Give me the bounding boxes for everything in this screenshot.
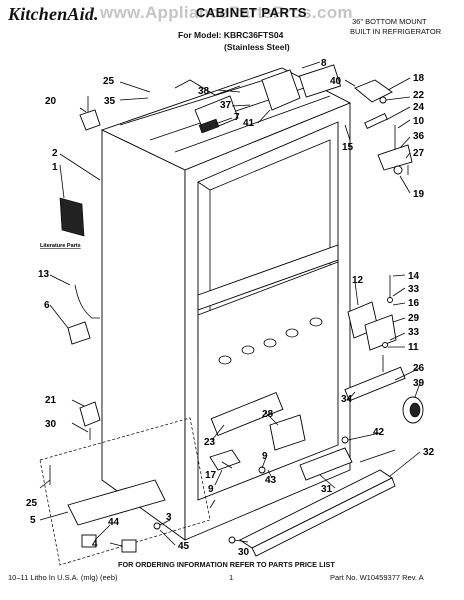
callout-12: 12 <box>352 275 364 286</box>
product-description-line1: 36" BOTTOM MOUNT <box>352 17 427 26</box>
callout-21: 21 <box>45 395 57 406</box>
order-note: FOR ORDERING INFORMATION REFER TO PARTS … <box>118 560 335 569</box>
callout-5: 5 <box>30 515 36 526</box>
callout-2: 2 <box>52 148 58 159</box>
callout-45: 45 <box>178 541 190 552</box>
callout-4: 4 <box>92 539 98 550</box>
callout-34: 34 <box>341 394 353 405</box>
callout-43: 43 <box>265 475 277 486</box>
callout-32: 32 <box>423 447 435 458</box>
top-hinge-assembly <box>354 79 413 175</box>
callout-28: 28 <box>262 409 274 420</box>
callout-25-lower: 25 <box>26 498 38 509</box>
callout-24: 24 <box>413 102 425 113</box>
left-top-bracket <box>79 96 101 131</box>
callout-30-lower: 30 <box>238 547 250 558</box>
product-description-line2: BUILT IN REFRIGERATOR <box>350 27 442 36</box>
callout-38: 38 <box>198 86 210 97</box>
left-lower-bracket <box>79 401 101 440</box>
callout-14: 14 <box>408 271 420 282</box>
callout-44: 44 <box>108 517 120 528</box>
page-number: 1 <box>229 573 234 582</box>
callout-17: 17 <box>205 470 217 481</box>
callout-6: 6 <box>44 300 50 311</box>
callout-16: 16 <box>408 298 420 309</box>
callout-37: 37 <box>220 100 232 111</box>
literature-parts: Literature Parts <box>40 197 85 249</box>
callout-18: 18 <box>413 73 425 84</box>
callout-27: 27 <box>413 148 425 159</box>
callout-29: 29 <box>408 313 420 324</box>
callout-15: 15 <box>342 142 354 153</box>
damper-cylinder <box>344 366 424 424</box>
callout-3: 3 <box>166 512 172 523</box>
callout-10: 10 <box>413 116 425 127</box>
callout-11: 11 <box>408 342 419 353</box>
callout-41: 41 <box>243 118 255 129</box>
callout-23: 23 <box>204 437 216 448</box>
part-number: Part No. W10459377 Rev. A <box>330 573 424 582</box>
callout-33-lower: 33 <box>408 327 420 338</box>
callout-labels: 25 35 20 8 40 38 37 7 41 15 18 22 24 10 … <box>26 58 435 558</box>
callout-36: 36 <box>413 131 425 142</box>
callout-26: 26 <box>413 363 425 374</box>
callout-30: 30 <box>45 419 57 430</box>
callout-22: 22 <box>413 90 425 101</box>
lower-drawer-rail <box>209 391 396 557</box>
base-assembly <box>39 417 211 566</box>
callout-31: 31 <box>321 484 333 495</box>
callout-8: 8 <box>321 58 327 69</box>
page-title: CABINET PARTS <box>196 5 307 20</box>
leader-lines <box>39 61 421 547</box>
callout-9-lower: 9 <box>208 484 214 495</box>
callout-9: 9 <box>262 451 268 462</box>
callout-1: 1 <box>52 162 58 173</box>
callout-33: 33 <box>408 284 420 295</box>
callout-35: 35 <box>104 96 116 107</box>
callout-13: 13 <box>38 269 50 280</box>
callout-40: 40 <box>330 76 342 87</box>
callout-42: 42 <box>373 427 385 438</box>
watermark: www.AppliancePartsPros.com <box>100 3 353 22</box>
finish-line: (Stainless Steel) <box>224 42 290 52</box>
middle-hinge-assembly <box>347 275 397 372</box>
model-line: For Model: KBRC36FTS04 <box>178 30 284 40</box>
brand-logo: KitchenAid. <box>8 4 99 24</box>
callout-39: 39 <box>413 378 425 389</box>
litho-note: 10–11 Litho In U.S.A. (mlg) (eeb) <box>8 573 118 582</box>
callout-19: 19 <box>413 189 425 200</box>
callout-20: 20 <box>45 96 57 107</box>
callout-7: 7 <box>234 112 240 123</box>
water-tube <box>67 284 100 345</box>
literature-label: Literature Parts <box>40 243 81 249</box>
callout-25: 25 <box>103 76 115 87</box>
